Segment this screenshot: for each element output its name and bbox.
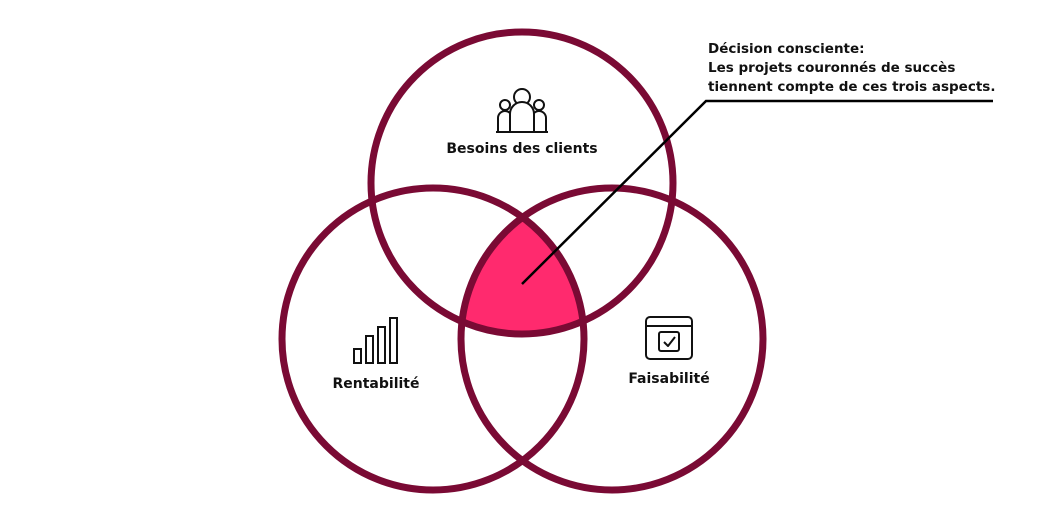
triple-intersection [461, 188, 584, 334]
callout-text: Décision consciente: Les projets couronn… [708, 40, 1038, 97]
label-besoins-des-clients: Besoins des clients [446, 141, 597, 157]
callout-line: Les projets couronnés de succès [708, 60, 956, 76]
label-faisabilite: Faisabilité [628, 371, 709, 387]
bar-chart-icon [353, 317, 398, 364]
calendar-check-icon [645, 316, 693, 360]
circle-faisabilite [457, 184, 767, 494]
callout-line: tiennent compte de ces trois aspects. [708, 79, 996, 95]
callout-title: Décision consciente: [708, 41, 865, 57]
people-group-icon [496, 88, 548, 133]
circle-besoins-des-clients [367, 28, 677, 338]
callout-leader-line [521, 99, 993, 285]
circle-rentabilite [278, 184, 588, 494]
label-rentabilite: Rentabilité [333, 376, 420, 392]
